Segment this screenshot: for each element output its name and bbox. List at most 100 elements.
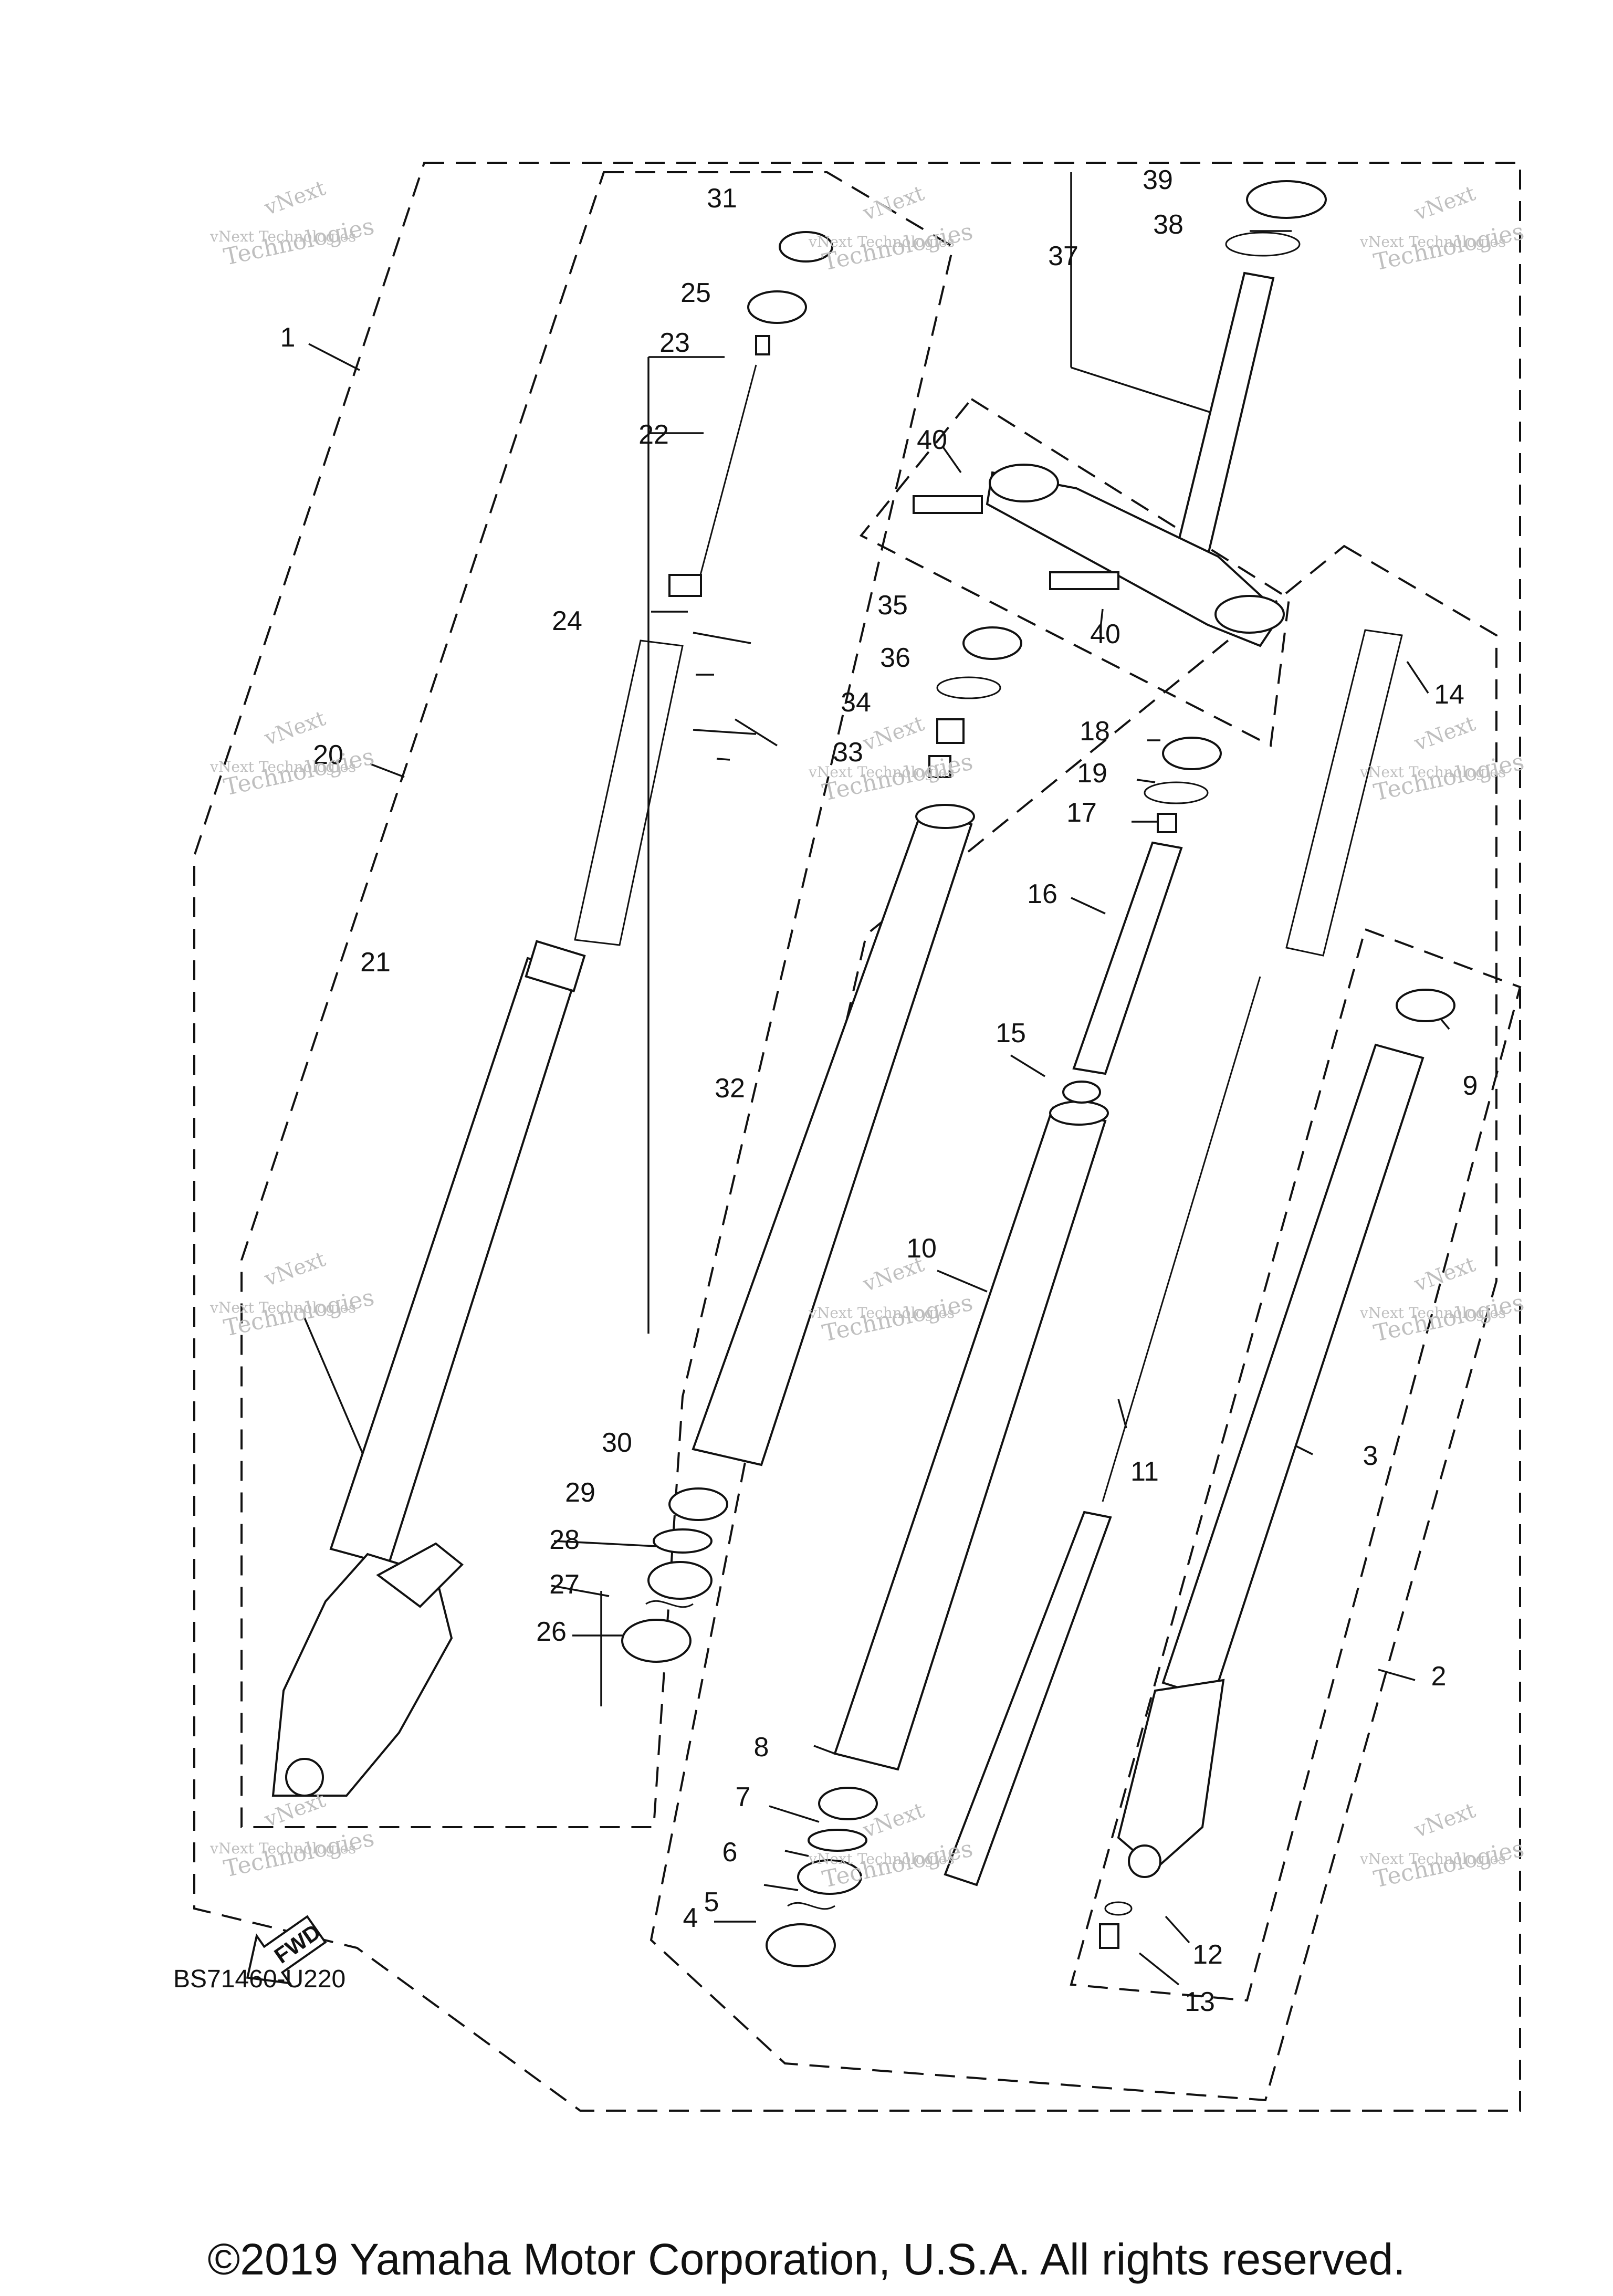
damper-rod-22	[697, 364, 757, 583]
callout-c22: 22	[638, 420, 669, 450]
watermark-line1: vNext	[860, 711, 927, 756]
part-31	[779, 231, 833, 263]
callout-c11: 11	[1130, 1456, 1159, 1487]
outer-tube-right	[1161, 1043, 1425, 1700]
part-33	[928, 755, 951, 778]
watermark-line3: Technologies	[222, 1284, 376, 1341]
outer-tube-middle	[692, 810, 973, 1466]
callout-c16: 16	[1027, 879, 1057, 909]
callout-c8: 8	[754, 1732, 769, 1763]
fork-parts	[271, 180, 1455, 1967]
part-35	[962, 626, 1022, 660]
callout-c37: 37	[1048, 241, 1078, 271]
callout-c21: 21	[360, 947, 391, 978]
watermark-line1: vNext	[1411, 711, 1479, 756]
callout-c27: 27	[549, 1569, 580, 1600]
lower-tube-11	[944, 1511, 1112, 1886]
part-4	[766, 1923, 836, 1967]
callout-c17: 17	[1066, 798, 1097, 828]
callout-c4: 4	[683, 1903, 698, 1933]
part-15	[1062, 1081, 1101, 1104]
part-27	[645, 1600, 694, 1608]
callout-c7: 7	[736, 1782, 751, 1812]
watermark-line3: Technologies	[222, 1825, 376, 1882]
cartridge-16	[1072, 841, 1183, 1075]
callout-c14: 14	[1434, 679, 1464, 710]
watermark-line2: vNext Technologies	[808, 763, 955, 781]
watermark-line3: Technologies	[820, 1289, 975, 1347]
inner-tube-10	[833, 1106, 1107, 1771]
callout-c40a: 40	[917, 425, 947, 455]
watermark-line1: vNext	[860, 1252, 927, 1297]
part-34	[936, 718, 965, 744]
watermark-line3: Technologies	[1371, 748, 1526, 806]
callout-c39: 39	[1143, 165, 1173, 195]
part-30	[668, 1487, 728, 1521]
callout-labels: 1234567891011121314151617181920212223242…	[280, 165, 1478, 2017]
callout-c28: 28	[549, 1525, 580, 1555]
callout-c19: 19	[1077, 758, 1107, 789]
callout-c36: 36	[880, 643, 910, 673]
watermark-line2: vNext Technologies	[210, 228, 356, 245]
watermark-line2: vNext Technologies	[1359, 1304, 1506, 1322]
part-8	[818, 1787, 878, 1820]
bolt-40b	[1049, 571, 1119, 590]
watermark-line3: Technologies	[1371, 1835, 1526, 1893]
diagram-reference-code: BS71460-U220	[173, 1965, 345, 1993]
callout-c25: 25	[680, 278, 711, 308]
callout-c35: 35	[877, 590, 908, 621]
bushing-left-top	[525, 940, 586, 993]
part-18	[1162, 737, 1222, 770]
bolt-40a	[913, 495, 983, 514]
watermark-line3: Technologies	[1371, 218, 1526, 276]
watermark-line1: vNext	[261, 176, 329, 221]
watermark-line3: Technologies	[1371, 1289, 1526, 1347]
callout-c31: 31	[707, 183, 737, 214]
callout-c9: 9	[1463, 1071, 1478, 1101]
part-13	[1099, 1923, 1119, 1949]
callout-c15: 15	[996, 1018, 1026, 1049]
callout-c2: 2	[1431, 1661, 1447, 1692]
part-12	[1104, 1901, 1133, 1916]
copyright-notice: ©2019 Yamaha Motor Corporation, U.S.A. A…	[207, 2235, 1406, 2284]
part-38	[1225, 232, 1301, 257]
callout-c30: 30	[602, 1428, 632, 1458]
rod-nut-22	[668, 574, 702, 597]
axle-bracket-left	[271, 1553, 453, 1797]
part-7	[808, 1829, 867, 1852]
bushing-9	[1396, 989, 1455, 1022]
watermark-line2: vNext Technologies	[210, 1299, 356, 1316]
watermark-line3: Technologies	[222, 743, 376, 801]
part-25	[747, 290, 807, 324]
part-17	[1157, 813, 1177, 833]
watermark-line1: vNext	[1411, 181, 1479, 226]
watermark-line2: vNext Technologies	[1359, 1850, 1506, 1868]
callout-c29: 29	[565, 1477, 595, 1508]
watermark-line1: vNext	[860, 181, 927, 226]
part-28	[647, 1561, 713, 1600]
boundary-20	[240, 171, 955, 1828]
callout-c26: 26	[536, 1617, 567, 1647]
watermark-line3: Technologies	[820, 218, 975, 276]
part-19	[1144, 781, 1209, 804]
callout-c18: 18	[1080, 716, 1110, 747]
watermark-line2: vNext Technologies	[808, 1850, 955, 1868]
leader-lines	[303, 172, 1450, 1986]
inner-tube-10-top	[1049, 1100, 1109, 1126]
steering-stem	[1175, 271, 1275, 558]
part-29	[653, 1528, 713, 1554]
watermark-line2: vNext Technologies	[1359, 233, 1506, 250]
axle-hole-right	[1128, 1844, 1161, 1878]
callout-c6: 6	[722, 1837, 738, 1868]
callout-c40b: 40	[1090, 619, 1120, 649]
outer-tube-middle-top	[915, 804, 975, 829]
callout-c20: 20	[313, 740, 343, 770]
caliper-mount-left	[376, 1542, 464, 1608]
part-36	[936, 676, 1001, 699]
part-23	[755, 335, 770, 355]
